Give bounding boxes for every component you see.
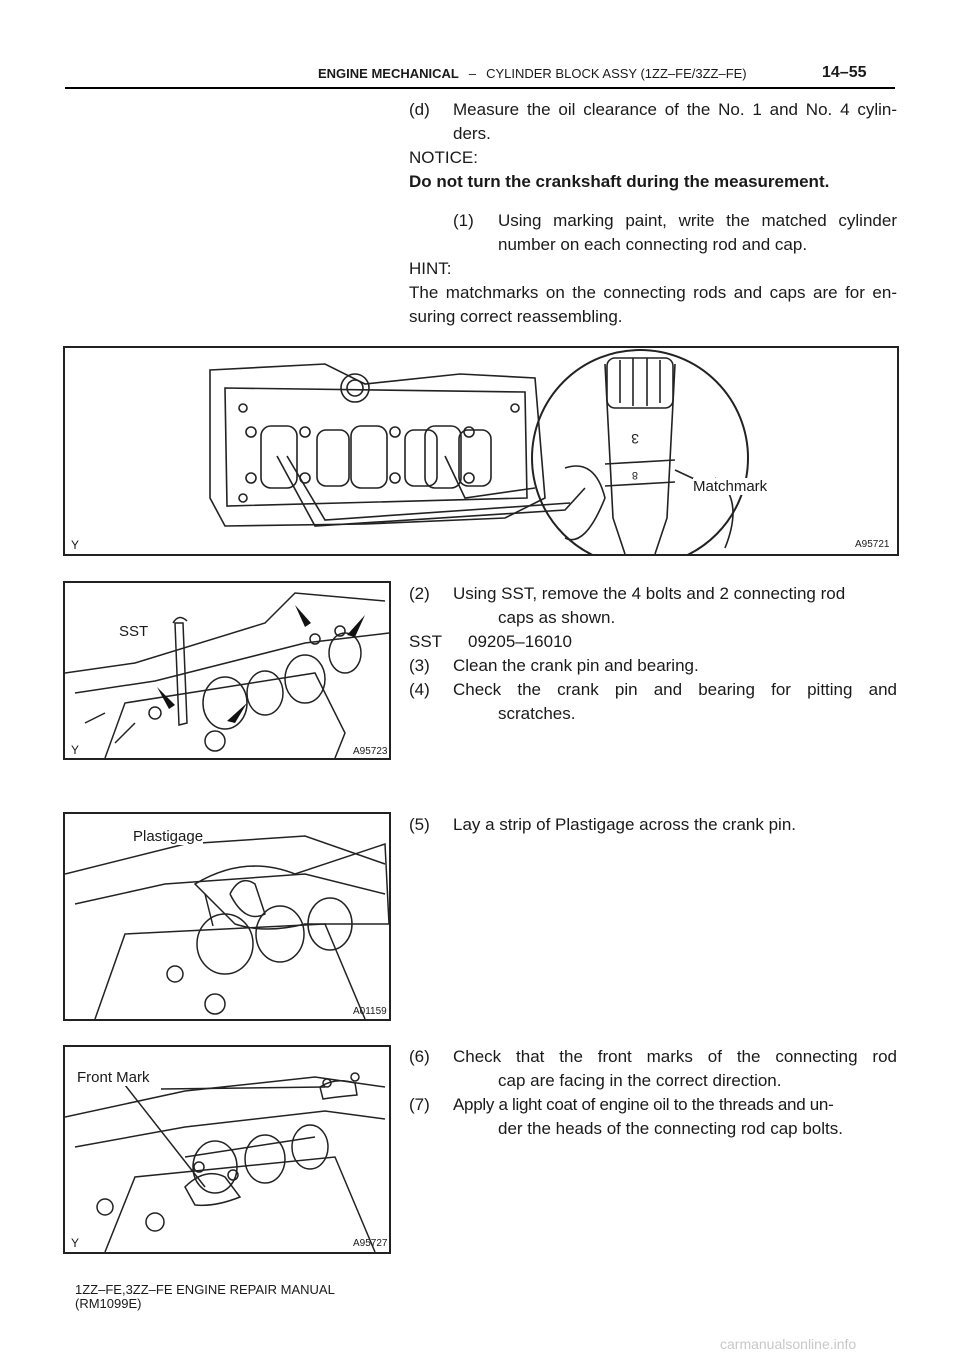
header-rule [65,87,895,89]
step-3-text: Clean the crank pin and bearing. [453,656,699,675]
step-3-number: (3) [409,656,430,675]
step-2-number: (2) [409,584,430,603]
footer: 1ZZ–FE,3ZZ–FE ENGINE REPAIR MANUAL (RM10… [75,1283,335,1311]
step-4-text-1: Check the crank pin and bearing for pitt… [453,680,897,699]
step-1-text-1: Using marking paint, write the matched c… [498,211,897,230]
plastigage-illustration [65,835,389,1019]
figure-code: A95723 [353,746,388,757]
figure-code: A95721 [855,539,890,550]
step-4-text-2: scratches. [498,704,576,723]
figure-y-mark: Y [71,538,80,552]
sst-label: SST [119,623,149,640]
watermark: carmanualsonline.info [720,1336,857,1352]
svg-text:3: 3 [631,431,639,447]
section-title: ENGINE MECHANICAL [318,66,459,81]
hint-label: HINT: [409,259,452,278]
figure-front-mark: Front Mark Y A95727 [63,1045,391,1254]
step-6-text-2: cap are facing in the correct direction. [498,1071,782,1090]
step-6-text-1: Check that the front marks of the connec… [453,1047,897,1066]
step-6-number: (6) [409,1047,430,1066]
front-mark-illustration [65,1072,386,1252]
figure-y-mark: Y [71,1236,80,1250]
page-number: 14–55 [822,64,867,81]
step-d-number: (d) [409,100,430,119]
plastigage-label: Plastigage [133,828,204,845]
sst-number: 09205–16010 [468,632,573,651]
sst-illustration [65,592,389,758]
footer-manual-title: 1ZZ–FE,3ZZ–FE ENGINE REPAIR MANUAL [75,1282,335,1297]
step-7-text-1: Apply a light coat of engine oil to the … [453,1095,834,1114]
running-header: ENGINE MECHANICAL–CYLINDER BLOCK ASSY (1… [318,66,747,81]
figure-matchmark: 3 8 Matchmark Y A95721 [63,346,899,556]
step-d-text-2: ders. [453,124,491,143]
figure-plastigage: Plastigage A01159 [63,812,391,1021]
sst-label-text: SST [409,632,443,651]
header-separator: – [468,66,477,81]
figure-sst: SST Y A95723 [63,581,391,760]
step-d-text-1: Measure the oil clearance of the No. 1 a… [453,100,897,119]
figure-y-mark: Y [71,743,80,757]
step-2-text-1: Using SST, remove the 4 bolts and 2 conn… [453,584,846,603]
notice-label: NOTICE: [409,148,478,167]
front-mark-label: Front Mark [77,1069,150,1086]
hint-text-2: suring correct reassembling. [409,307,623,326]
figure-code: A95727 [353,1238,388,1249]
step-7-text-2: der the heads of the connecting rod cap … [498,1119,843,1138]
step-1-number: (1) [453,211,474,230]
step-2-text-2: caps as shown. [498,608,616,627]
step-7-number: (7) [409,1095,430,1114]
step-5-number: (5) [409,815,430,834]
step-4-number: (4) [409,680,430,699]
notice-text: Do not turn the crankshaft during the me… [409,172,830,191]
footer-manual-code: (RM1099E) [75,1296,142,1311]
engine-block-illustration: 3 8 [209,349,749,554]
subsection-title: CYLINDER BLOCK ASSY (1ZZ–FE/3ZZ–FE) [486,66,747,81]
matchmark-label: Matchmark [693,478,768,495]
step-1-text-2: number on each connecting rod and cap. [498,235,808,254]
hint-text-1: The matchmarks on the connecting rods an… [409,283,897,302]
figure-code: A01159 [353,1006,387,1017]
svg-text:8: 8 [632,469,638,481]
step-5-text: Lay a strip of Plastigage across the cra… [453,815,797,834]
